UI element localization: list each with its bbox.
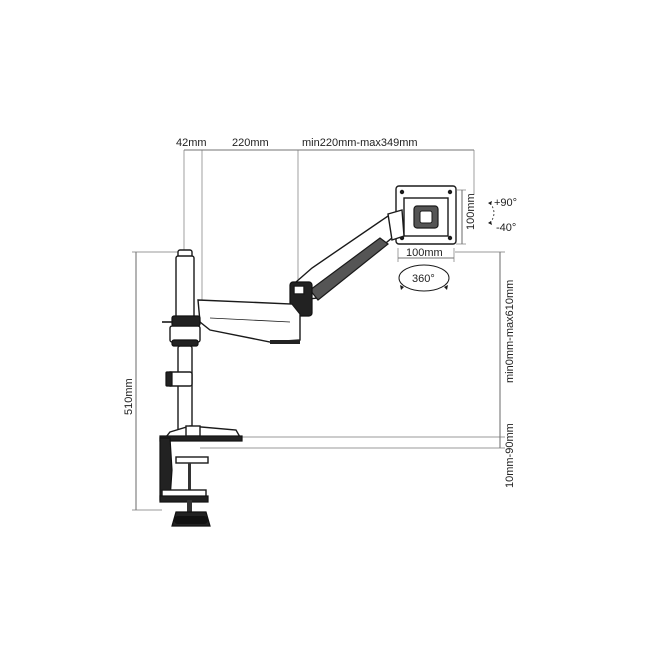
pole-height-label: 510mm <box>123 378 135 415</box>
vesa-width-label: 100mm <box>406 247 443 259</box>
second-arm-label: min220mm-max349mm <box>302 137 418 149</box>
vesa-plate <box>395 185 457 245</box>
rotation-indicator: 360° <box>398 264 450 292</box>
tilt-down-label: -40° <box>496 222 516 234</box>
top-dimensions: 42mm 220mm min220mm-max349mm <box>176 137 475 305</box>
rotation-label: 360° <box>412 273 435 285</box>
desk-clamp <box>159 425 243 527</box>
first-arm-label: 220mm <box>232 137 269 149</box>
vesa-dimensions: 100mm 100mm <box>397 189 477 262</box>
arm-assembly <box>197 209 405 344</box>
tilt-indicator: +90° -40° <box>488 197 517 234</box>
vesa-height-label: 100mm <box>465 193 477 230</box>
clamp-offset-label: 42mm <box>176 137 207 149</box>
right-dimensions: min0mm-max610mm 10mm-90mm <box>200 251 516 488</box>
pole <box>162 249 201 433</box>
tilt-up-label: +90° <box>494 197 517 209</box>
height-adjust-label: min0mm-max610mm <box>504 280 516 383</box>
pole-height-dimension: 510mm <box>123 251 182 511</box>
desk-thickness-label: 10mm-90mm <box>504 423 516 488</box>
